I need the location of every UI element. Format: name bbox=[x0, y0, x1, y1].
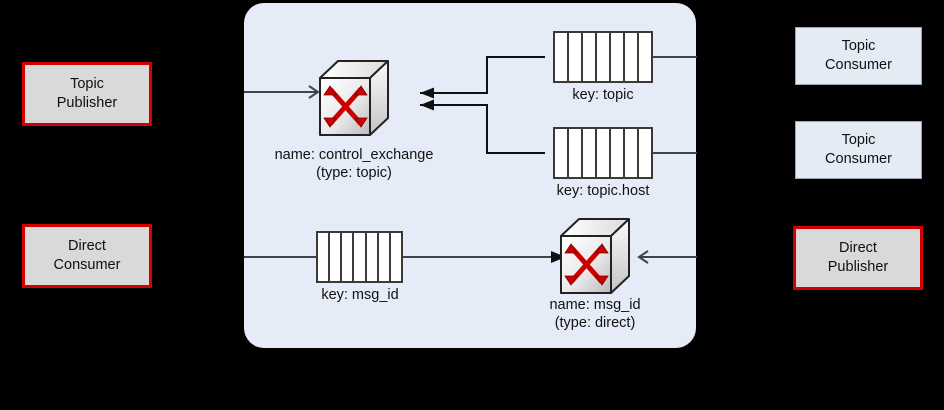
queue-cell bbox=[639, 33, 651, 81]
topic-consumer-2-line1: Topic bbox=[841, 132, 876, 149]
queue-cell bbox=[555, 33, 569, 81]
topic-publisher-line1: Topic bbox=[70, 76, 104, 93]
topic-consumer-1-line1: Topic bbox=[841, 38, 876, 55]
queue-cell bbox=[342, 233, 355, 281]
node-topic-consumer-2[interactable]: Topic Consumer bbox=[795, 121, 922, 179]
direct-publisher-line2: Publisher bbox=[827, 259, 889, 275]
topic-consumer-1-line2: Consumer bbox=[825, 57, 892, 73]
queue-cell bbox=[379, 233, 391, 281]
queue-cell bbox=[625, 129, 639, 177]
switch-icon bbox=[319, 60, 389, 136]
queue-topic-host-label: key: topic.host bbox=[556, 183, 650, 199]
direct-consumer-line2: Consumer bbox=[53, 257, 121, 273]
queue-topic-host[interactable] bbox=[553, 127, 653, 179]
queue-cell bbox=[639, 129, 651, 177]
queue-cell bbox=[367, 233, 379, 281]
node-topic-publisher[interactable]: Topic Publisher bbox=[22, 62, 152, 126]
msg-id-exchange-caption: name: msg_id (type: direct) bbox=[495, 297, 695, 332]
queue-cell bbox=[611, 129, 625, 177]
topic-consumer-2-line2: Consumer bbox=[825, 151, 892, 167]
queue-topic-label: key: topic bbox=[572, 87, 634, 103]
topic-publisher-line2: Publisher bbox=[56, 95, 118, 111]
switch-icon bbox=[560, 218, 630, 294]
queue-cell bbox=[597, 33, 611, 81]
queue-cell bbox=[330, 233, 343, 281]
control-exchange-caption: name: control_exchange (type: topic) bbox=[254, 147, 454, 182]
queue-msg-id-label: key: msg_id bbox=[321, 287, 399, 303]
queue-cell bbox=[583, 33, 597, 81]
node-direct-consumer[interactable]: Direct Consumer bbox=[22, 224, 152, 288]
msg-id-exchange-name: name: msg_id bbox=[549, 297, 641, 313]
msg-id-exchange-type: (type: direct) bbox=[554, 314, 636, 331]
queue-cell bbox=[625, 33, 639, 81]
node-direct-publisher[interactable]: Direct Publisher bbox=[793, 226, 923, 290]
queue-cell bbox=[555, 129, 569, 177]
direct-publisher-line1: Direct bbox=[839, 240, 877, 257]
queue-topic[interactable] bbox=[553, 31, 653, 83]
node-topic-consumer-1[interactable]: Topic Consumer bbox=[795, 27, 922, 85]
direct-consumer-line1: Direct bbox=[68, 238, 106, 255]
queue-cell bbox=[597, 129, 611, 177]
exchange-control-exchange[interactable] bbox=[317, 58, 391, 138]
queue-cell bbox=[569, 129, 583, 177]
queue-cell bbox=[391, 233, 401, 281]
queue-cell bbox=[318, 233, 331, 281]
exchange-msg-id[interactable] bbox=[558, 216, 632, 296]
queue-cell bbox=[569, 33, 583, 81]
control-exchange-name: name: control_exchange bbox=[274, 147, 434, 163]
queue-cell bbox=[583, 129, 597, 177]
queue-cell bbox=[611, 33, 625, 81]
control-exchange-type: (type: topic) bbox=[316, 164, 392, 181]
queue-msg-id[interactable] bbox=[316, 231, 403, 283]
queue-cell bbox=[354, 233, 367, 281]
